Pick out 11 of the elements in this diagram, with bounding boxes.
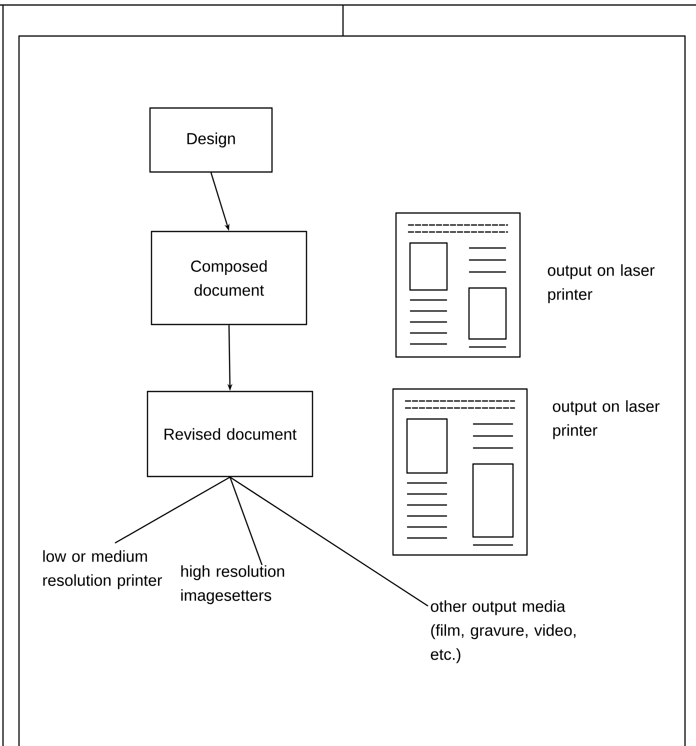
connector-line [114, 476, 230, 544]
output-label: low or medium resolution printer [43, 550, 162, 590]
connector-line [229, 476, 263, 566]
output-label: high resolution imagesetters [181, 565, 284, 604]
process-box: Design [149, 107, 273, 173]
output-label: output on laser printer [548, 264, 655, 304]
connector-line [230, 476, 428, 607]
process-box: Revised document [146, 390, 314, 478]
output-label: output on laser printer [552, 400, 660, 440]
output-label: other output media (film, gravure, video, etc.) [430, 600, 576, 664]
process-box: Composed document [150, 230, 308, 326]
